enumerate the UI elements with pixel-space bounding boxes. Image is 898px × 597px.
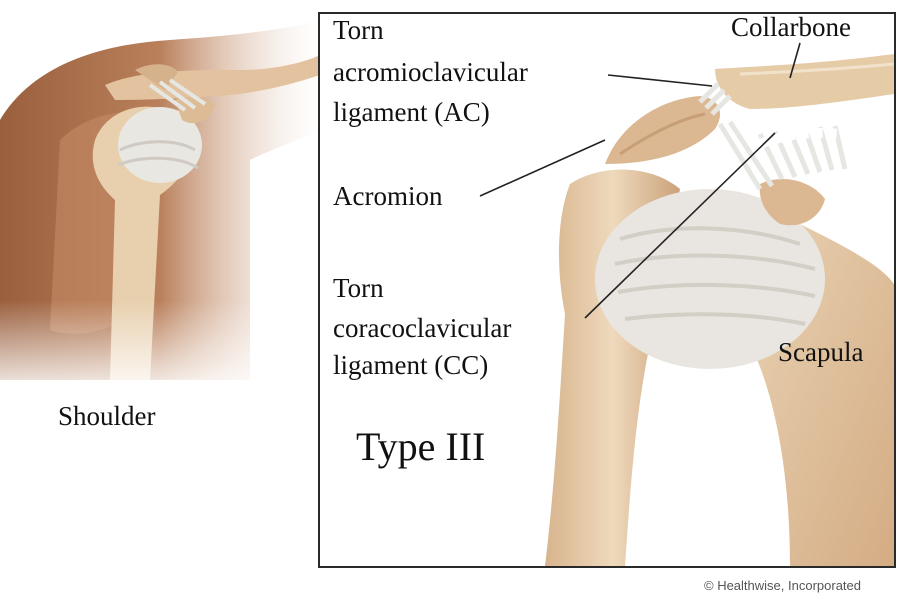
copyright-credit: © Healthwise, Incorporated (704, 578, 861, 593)
collarbone-label: Collarbone (731, 11, 851, 43)
torn-cc-label-line3: ligament (CC) (333, 349, 488, 381)
torn-ac-label-line2: acromioclavicular (333, 56, 528, 88)
acromion-label: Acromion (333, 180, 442, 212)
torn-ac-label-line3: ligament (AC) (333, 96, 490, 128)
torn-cc-label-line2: coracoclavicular (333, 312, 511, 344)
torn-ac-label-line1: Torn (333, 14, 384, 46)
torn-cc-label-line1: Torn (333, 272, 384, 304)
scapula-label: Scapula (778, 336, 863, 368)
shoulder-overview-illustration (0, 0, 320, 400)
shoulder-label: Shoulder (58, 400, 156, 432)
type-label: Type III (356, 425, 485, 469)
